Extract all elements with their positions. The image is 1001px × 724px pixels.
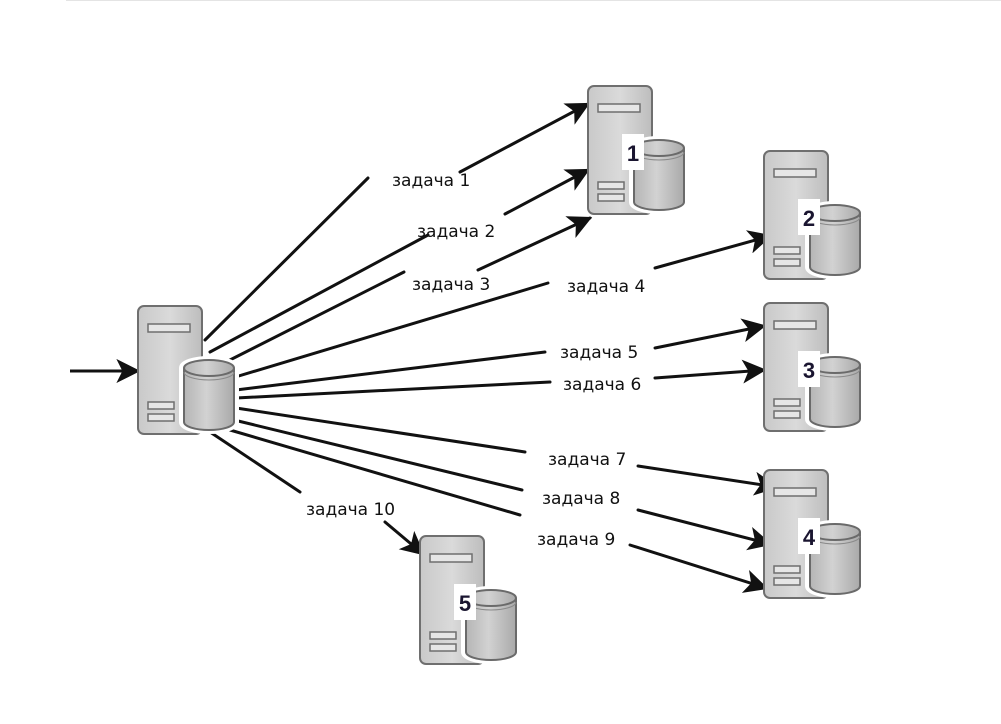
task-connection-7 <box>234 406 779 496</box>
task-line <box>234 380 552 400</box>
server-badge <box>798 199 820 235</box>
task-line <box>220 270 406 366</box>
task-connection-10 <box>208 430 425 556</box>
database-icon <box>805 201 865 279</box>
server-badge <box>798 351 820 387</box>
database-icon <box>805 520 865 598</box>
server-number: 3 <box>803 358 815 383</box>
task-line <box>208 430 302 494</box>
task-connection-6 <box>234 359 767 400</box>
dispatcher-server <box>137 305 239 435</box>
task-connection-9 <box>228 428 769 593</box>
task-line <box>234 350 547 392</box>
task-connection-3 <box>220 216 593 366</box>
server-badge <box>454 584 476 620</box>
task-line <box>232 418 524 492</box>
task-line <box>228 428 522 517</box>
database-icon <box>179 356 239 434</box>
server-1: 1 <box>587 85 689 215</box>
task-label: задача 8 <box>542 489 620 509</box>
server-badge <box>798 518 820 554</box>
server-number: 4 <box>803 525 816 550</box>
task-connection-2 <box>208 168 591 354</box>
database-icon <box>461 586 521 664</box>
task-arrow <box>628 543 769 593</box>
task-line <box>208 233 430 354</box>
server-5: 5 <box>419 535 521 665</box>
task-arrow <box>636 508 773 551</box>
task-label: задача 5 <box>560 343 638 363</box>
task-label: задача 9 <box>537 530 615 550</box>
server-3: 3 <box>763 302 865 432</box>
task-arrow <box>476 216 593 272</box>
server-number: 2 <box>803 206 815 231</box>
task-labels: задача 1 задача 2 задача 3 задача 4 задача 5… <box>306 171 645 550</box>
task-label: задача 6 <box>563 375 641 395</box>
top-border-line <box>66 0 1001 1</box>
task-label: задача 7 <box>548 450 626 470</box>
task-connection-8 <box>232 418 773 551</box>
task-arrow <box>653 230 773 270</box>
task-label: задача 1 <box>392 171 470 191</box>
server-number: 1 <box>627 141 639 166</box>
task-line <box>230 281 550 380</box>
task-connection-5 <box>234 318 767 392</box>
task-arrow <box>653 318 767 350</box>
servers: 1 2 3 4 5 <box>137 85 865 665</box>
task-connection-1 <box>203 102 591 342</box>
database-icon <box>805 353 865 431</box>
task-arrow <box>653 359 767 384</box>
server-number: 5 <box>459 591 471 616</box>
task-label: задача 2 <box>417 222 495 242</box>
task-arrow <box>458 102 591 174</box>
task-label: задача 4 <box>567 277 645 297</box>
task-label: задача 3 <box>412 275 490 295</box>
connections <box>70 102 779 593</box>
task-connection-4 <box>230 230 773 380</box>
database-icon <box>629 136 689 214</box>
task-label: задача 10 <box>306 500 395 520</box>
server-badge <box>622 134 644 170</box>
server-2: 2 <box>763 150 865 280</box>
task-arrow <box>636 464 779 496</box>
task-line <box>203 176 370 342</box>
task-arrow <box>503 168 591 216</box>
server-4: 4 <box>763 469 865 599</box>
task-line <box>234 406 527 454</box>
task-arrow <box>383 520 425 556</box>
